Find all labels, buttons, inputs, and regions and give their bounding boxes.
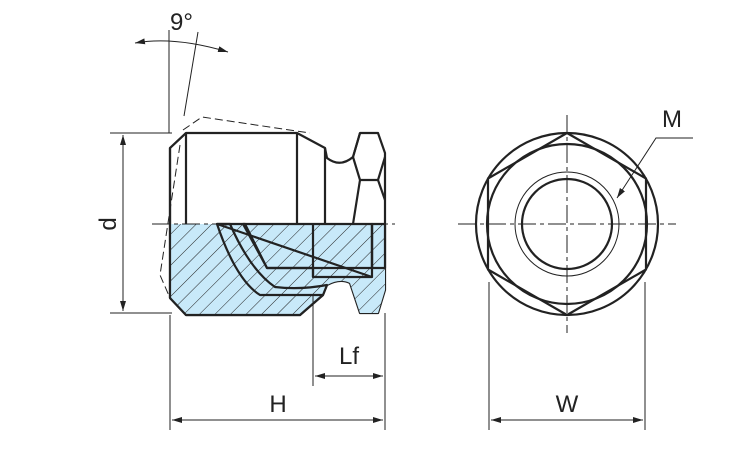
side-view: 9° d H Lf bbox=[95, 9, 395, 430]
section-hatch bbox=[170, 224, 385, 315]
d-label: d bbox=[95, 217, 122, 230]
cone-seat bbox=[215, 222, 329, 297]
w-label: W bbox=[556, 391, 579, 418]
taper-phantom bbox=[182, 116, 311, 134]
lf-label: Lf bbox=[339, 343, 359, 370]
angle-dimension bbox=[134, 38, 229, 53]
m-leader bbox=[616, 137, 693, 199]
end-view: M W bbox=[458, 106, 693, 430]
angle-label: 9° bbox=[170, 9, 193, 36]
taper-phantom-left bbox=[159, 144, 181, 299]
hex-outline bbox=[486, 131, 648, 317]
m-label: M bbox=[662, 106, 682, 133]
h-label: H bbox=[269, 391, 286, 418]
